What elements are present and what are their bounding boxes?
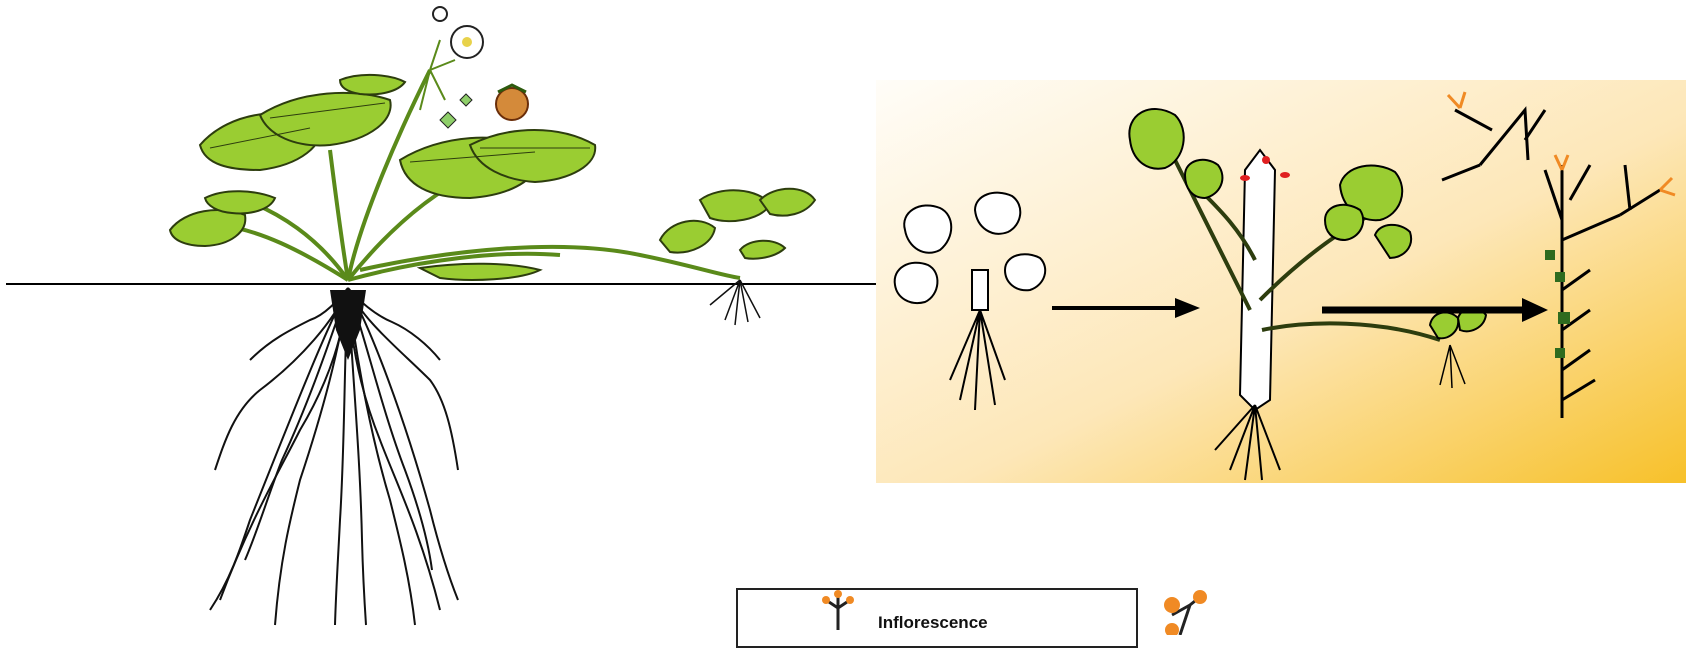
flower-bud-icon	[433, 7, 447, 21]
orange-node-icon	[1160, 585, 1220, 635]
meristem-bud-icon	[1262, 156, 1270, 164]
strawberry-plant-illustration	[170, 7, 815, 625]
strawberry-architecture-figure	[0, 0, 1686, 635]
strawberry-fruit-icon	[496, 88, 528, 120]
daughter-plant	[660, 189, 815, 325]
development-panel	[876, 80, 1686, 483]
legend-label-inflorescence: Inflorescence	[878, 613, 988, 633]
inflorescence-icon	[808, 590, 868, 630]
root-system	[210, 288, 458, 625]
flower-cluster	[420, 7, 528, 128]
legend-box: Inflorescence	[736, 588, 1138, 648]
